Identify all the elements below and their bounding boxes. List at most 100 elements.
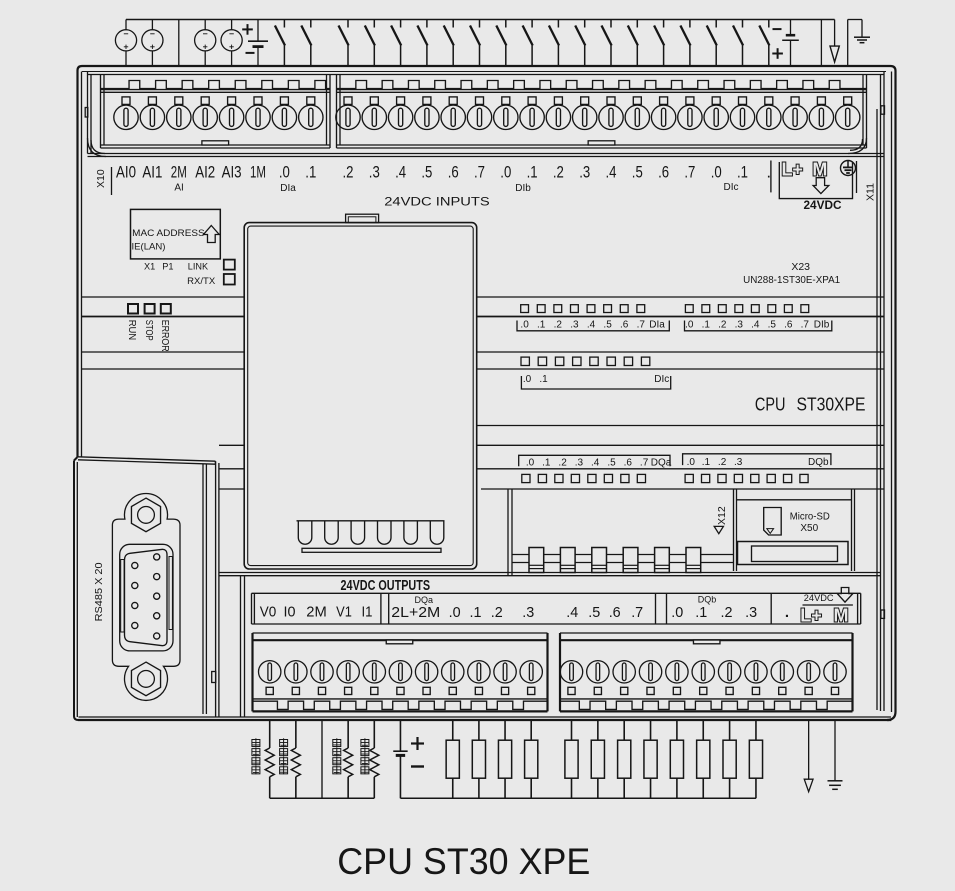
svg-text:2M: 2M bbox=[171, 163, 187, 182]
svg-text:X50: X50 bbox=[800, 523, 818, 534]
svg-text:.1: .1 bbox=[305, 163, 316, 182]
svg-text:.4: .4 bbox=[566, 604, 578, 621]
svg-text:I0: I0 bbox=[284, 603, 296, 620]
svg-text:DQa: DQa bbox=[651, 457, 672, 468]
svg-text:AI3: AI3 bbox=[222, 163, 242, 182]
svg-text:CPU: CPU bbox=[755, 394, 786, 415]
svg-text:24VDC: 24VDC bbox=[804, 198, 842, 212]
svg-text:X10: X10 bbox=[95, 169, 107, 188]
svg-text:.3: .3 bbox=[570, 320, 579, 331]
svg-text:.4: .4 bbox=[591, 457, 600, 468]
svg-text:.5: .5 bbox=[421, 163, 432, 182]
svg-text:.1: .1 bbox=[702, 320, 711, 331]
svg-text:.7: .7 bbox=[640, 457, 649, 468]
svg-text:M: M bbox=[812, 160, 827, 180]
svg-text:AI: AI bbox=[174, 183, 183, 194]
svg-text:MAC ADDRESS: MAC ADDRESS bbox=[132, 228, 205, 238]
svg-text:.7: .7 bbox=[474, 163, 485, 182]
svg-text:.0: .0 bbox=[500, 163, 511, 182]
svg-text:.0: .0 bbox=[520, 320, 529, 331]
svg-text:.6: .6 bbox=[448, 163, 459, 182]
svg-text:V0: V0 bbox=[260, 603, 277, 620]
svg-text:.5: .5 bbox=[607, 457, 616, 468]
svg-text:.0: .0 bbox=[279, 163, 290, 182]
svg-text:M: M bbox=[834, 606, 849, 626]
svg-text:.4: .4 bbox=[751, 320, 760, 331]
svg-text:.0: .0 bbox=[449, 604, 461, 621]
svg-text:.0: .0 bbox=[687, 457, 696, 468]
svg-text:.1: .1 bbox=[702, 457, 711, 468]
svg-text:DQb: DQb bbox=[808, 457, 829, 468]
svg-text:.3: .3 bbox=[745, 604, 757, 621]
svg-text:IE(LAN): IE(LAN) bbox=[132, 242, 166, 252]
svg-text:.5: .5 bbox=[603, 320, 612, 331]
svg-text:.6: .6 bbox=[624, 457, 633, 468]
svg-text:24VDC OUTPUTS: 24VDC OUTPUTS bbox=[341, 578, 431, 594]
svg-text:.0: .0 bbox=[671, 604, 683, 621]
svg-text:V1: V1 bbox=[336, 603, 352, 620]
svg-text:.7: .7 bbox=[631, 604, 643, 621]
svg-text:.: . bbox=[766, 163, 771, 182]
svg-text:.0: .0 bbox=[523, 374, 532, 385]
svg-text:RS485 X 20: RS485 X 20 bbox=[94, 562, 105, 621]
svg-text:.2: .2 bbox=[718, 457, 727, 468]
svg-text:.1: .1 bbox=[470, 604, 482, 621]
svg-text:X23: X23 bbox=[791, 261, 810, 273]
svg-text:.0: .0 bbox=[711, 163, 722, 182]
svg-text:24VDC: 24VDC bbox=[804, 593, 834, 603]
svg-text:AI1: AI1 bbox=[142, 163, 162, 182]
svg-text:.2: .2 bbox=[558, 457, 567, 468]
svg-text:.3: .3 bbox=[369, 163, 380, 182]
svg-text:.5: .5 bbox=[588, 604, 600, 621]
svg-text:.3: .3 bbox=[734, 457, 743, 468]
svg-text:P1: P1 bbox=[162, 262, 173, 272]
svg-text:.7: .7 bbox=[684, 163, 695, 182]
svg-text:L+: L+ bbox=[781, 160, 803, 180]
svg-text:X12: X12 bbox=[716, 506, 728, 525]
svg-text:DIb: DIb bbox=[814, 320, 830, 331]
svg-text:.: . bbox=[785, 604, 789, 621]
svg-text:1M: 1M bbox=[250, 163, 266, 182]
svg-text:STOP: STOP bbox=[143, 320, 155, 341]
svg-text:.1: .1 bbox=[537, 320, 546, 331]
svg-text:.3: .3 bbox=[735, 320, 744, 331]
svg-text:.0: .0 bbox=[685, 320, 694, 331]
svg-text:X1: X1 bbox=[144, 262, 155, 272]
svg-text:DIc: DIc bbox=[724, 182, 739, 193]
svg-text:DQb: DQb bbox=[698, 595, 717, 605]
svg-text:.5: .5 bbox=[768, 320, 777, 331]
svg-text:.6: .6 bbox=[620, 320, 629, 331]
svg-text:AI2: AI2 bbox=[195, 163, 215, 182]
svg-text:.2: .2 bbox=[554, 320, 563, 331]
svg-text:.1: .1 bbox=[539, 374, 548, 385]
svg-text:DIb: DIb bbox=[515, 183, 531, 194]
svg-text:.3: .3 bbox=[575, 457, 584, 468]
svg-text:.2: .2 bbox=[553, 163, 564, 182]
svg-text:LINK: LINK bbox=[188, 262, 209, 272]
svg-text:.4: .4 bbox=[587, 320, 596, 331]
svg-text:ERROR: ERROR bbox=[159, 320, 171, 352]
svg-text:.6: .6 bbox=[609, 604, 621, 621]
svg-text:.7: .7 bbox=[637, 320, 646, 331]
svg-text:2M: 2M bbox=[306, 603, 327, 620]
svg-text:.2: .2 bbox=[718, 320, 727, 331]
svg-text:ST30XPE: ST30XPE bbox=[797, 394, 866, 415]
svg-text:.2: .2 bbox=[491, 604, 503, 621]
svg-text:DIa: DIa bbox=[280, 183, 296, 194]
svg-text:.6: .6 bbox=[658, 163, 669, 182]
svg-text:.0: .0 bbox=[526, 457, 535, 468]
svg-text:AI0: AI0 bbox=[116, 163, 136, 182]
svg-text:.3: .3 bbox=[579, 163, 590, 182]
svg-text:DQa: DQa bbox=[415, 595, 434, 605]
svg-text:.5: .5 bbox=[632, 163, 643, 182]
svg-text:DIc: DIc bbox=[654, 374, 669, 385]
svg-text:UN288-1ST30E-XPA1: UN288-1ST30E-XPA1 bbox=[743, 274, 840, 286]
svg-text:.1: .1 bbox=[737, 163, 748, 182]
svg-text:.4: .4 bbox=[606, 163, 617, 182]
svg-text:L+: L+ bbox=[800, 606, 822, 626]
svg-text:24VDC INPUTS: 24VDC INPUTS bbox=[384, 195, 490, 209]
svg-text:2L+2M: 2L+2M bbox=[391, 604, 440, 621]
svg-text:X11: X11 bbox=[865, 183, 877, 201]
svg-text:.2: .2 bbox=[343, 163, 354, 182]
svg-text:CPU ST30 XPE: CPU ST30 XPE bbox=[337, 841, 590, 882]
